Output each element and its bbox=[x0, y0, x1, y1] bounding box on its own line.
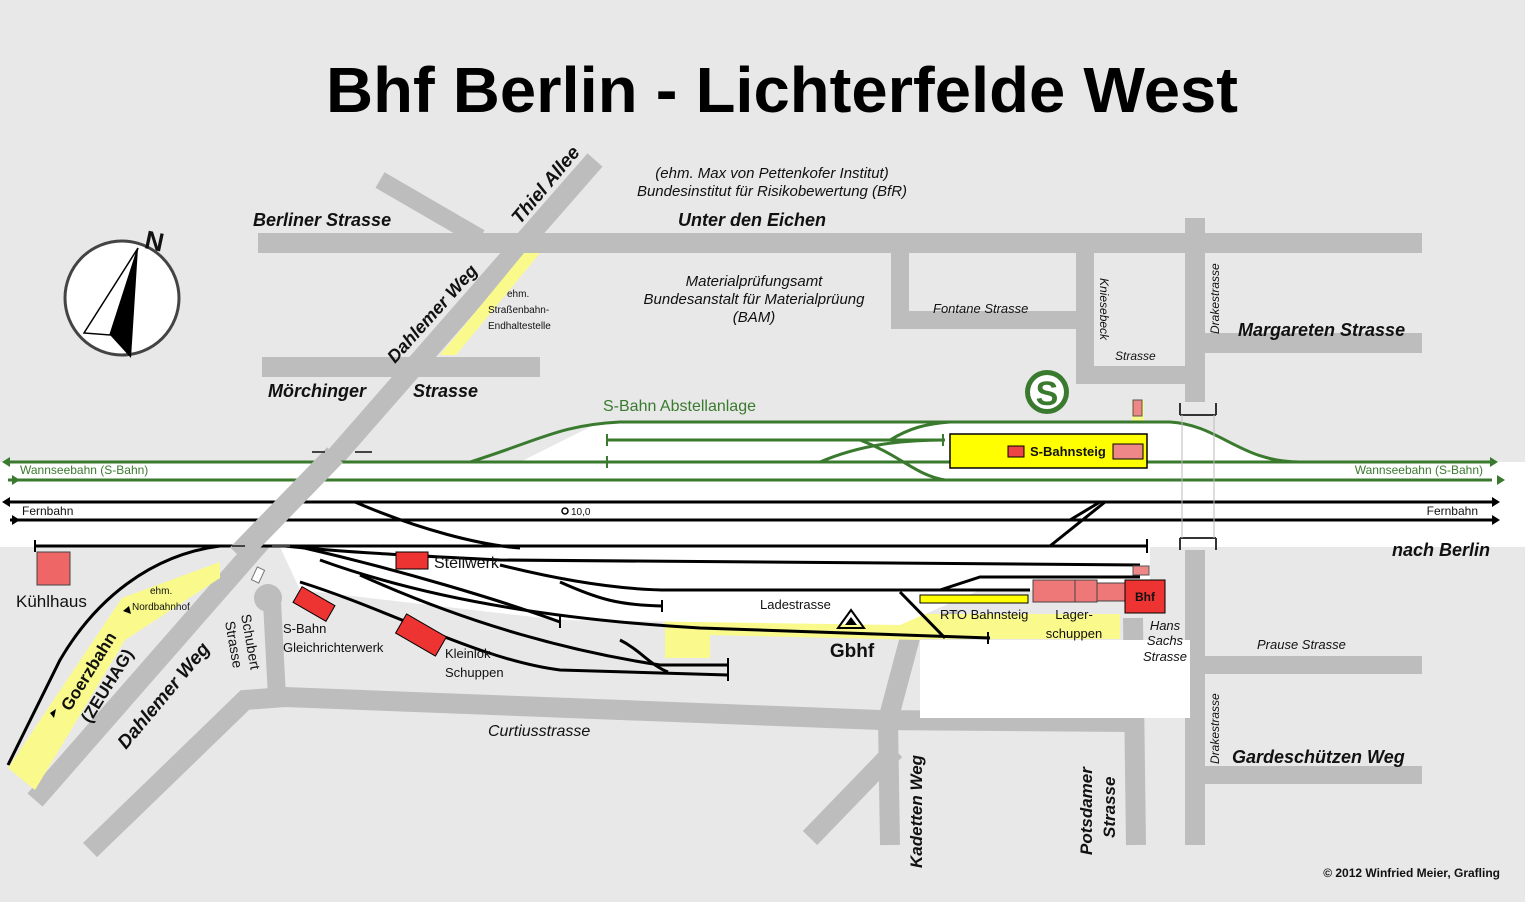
label-endhalt-2: Straßenbahn- bbox=[488, 305, 549, 316]
label-moerchinger: Mörchinger bbox=[268, 381, 367, 401]
sbahn-arrows bbox=[2, 457, 1505, 485]
copyright-text: © 2012 Winfried Meier, Grafling bbox=[1323, 866, 1500, 880]
label-nordbahnhof-2: Nordbahnhof bbox=[132, 602, 190, 613]
label-drakestrasse-south: Drakestrasse bbox=[1208, 693, 1222, 764]
label-bhf: Bhf bbox=[1135, 590, 1156, 604]
street-fontane bbox=[891, 252, 1080, 329]
goerzbahn-arrow-down-icon bbox=[50, 709, 56, 718]
schubert-crossing bbox=[250, 566, 266, 584]
rto-area bbox=[915, 614, 1120, 639]
sbahn-tracks-layer bbox=[8, 420, 1492, 482]
label-fernbahn-left: Fernbahn bbox=[22, 504, 73, 518]
label-kadetten-weg: Kadetten Weg bbox=[907, 754, 926, 868]
label-endhalt-3: Endhaltestelle bbox=[488, 321, 551, 332]
stellwerk-building bbox=[395, 551, 429, 570]
label-prause-strasse: Prause Strasse bbox=[1257, 637, 1346, 652]
label-rto-bahnsteig: RTO Bahnsteig bbox=[940, 607, 1028, 622]
page-title: Bhf Berlin - Lichterfelde West bbox=[326, 54, 1238, 126]
label-bam-line1: Materialprüfungsamt bbox=[686, 273, 824, 290]
label-bfr-line1: (ehm. Max von Pettenkofer Institut) bbox=[655, 165, 888, 182]
fern-tracks-layer bbox=[6, 500, 1492, 766]
label-kleinlok-2: Schuppen bbox=[445, 665, 504, 680]
label-stellwerk: Stellwerk bbox=[434, 555, 500, 572]
label-endhalt-1: ehm. bbox=[507, 289, 529, 300]
goerzbahn-arrow-up-icon bbox=[123, 606, 131, 614]
label-bam-line3: (BAM) bbox=[733, 309, 776, 326]
label-gleichrichter-2: Gleichrichterwerk bbox=[283, 640, 384, 655]
drakestrasse-bridge bbox=[1179, 403, 1217, 550]
street-schubert-end bbox=[254, 584, 282, 612]
kuehlhaus-building bbox=[36, 551, 71, 586]
street-kniesebeck bbox=[1076, 252, 1195, 384]
sbahnsteig-building bbox=[1112, 443, 1144, 460]
rto-bahnsteig-platform bbox=[919, 594, 1029, 604]
streets-layer bbox=[27, 153, 1422, 858]
compass-icon: N bbox=[63, 224, 181, 358]
label-lager-2: schuppen bbox=[1046, 626, 1102, 641]
label-hans: Hans bbox=[1150, 618, 1181, 633]
label-bam-line2: Bundesanstalt für Materialprüung bbox=[644, 291, 866, 308]
gleichrichterwerk-building bbox=[292, 586, 336, 622]
compass-letter: N bbox=[142, 224, 167, 257]
label-hans-sachs-strasse: Strasse bbox=[1143, 649, 1187, 664]
label-kniesebeck-strasse: Strasse bbox=[1115, 349, 1156, 363]
label-fernbahn-right: Fernbahn bbox=[1427, 504, 1478, 518]
label-wannseebahn-left: Wannseebahn (S-Bahn) bbox=[20, 463, 148, 477]
fern-arrows bbox=[2, 497, 1500, 525]
label-kleinlok-1: Kleinlok- bbox=[445, 646, 495, 661]
label-potsdamer: Potsdamer bbox=[1077, 766, 1096, 855]
label-curtiusstrasse: Curtiusstrasse bbox=[488, 723, 590, 740]
km-marker-dot bbox=[561, 507, 569, 515]
south-white-area bbox=[920, 640, 1190, 718]
tunnel-entrance-north bbox=[1132, 399, 1143, 417]
label-gbhf: Gbhf bbox=[830, 641, 875, 662]
bhf-building bbox=[1124, 579, 1166, 614]
street-thiel-allee-branch bbox=[375, 172, 485, 246]
lagerschuppen-building bbox=[1032, 579, 1098, 603]
buildings-layer bbox=[36, 399, 1166, 657]
label-sbahn-abstellanlage: S-Bahn Abstellanlage bbox=[603, 398, 756, 415]
goerzbahn-area bbox=[8, 562, 220, 790]
street-curtius bbox=[83, 686, 1131, 858]
label-unter-den-eichen: Unter den Eichen bbox=[678, 210, 826, 230]
label-km-marker: 10,0 bbox=[571, 507, 591, 518]
label-sbahnsteig: S-Bahnsteig bbox=[1030, 444, 1106, 459]
label-moerchinger-strasse: Strasse bbox=[413, 381, 478, 401]
sbahn-track-ends bbox=[606, 434, 944, 468]
gbhf-triangle bbox=[836, 608, 866, 629]
label-lager-1: Lager- bbox=[1055, 607, 1093, 622]
endhaltestelle-area bbox=[440, 253, 540, 355]
fern-track-ends bbox=[34, 539, 1148, 681]
label-gardeschuetzen-weg: Gardeschützen Weg bbox=[1232, 747, 1405, 767]
yard-track-4 bbox=[319, 558, 991, 640]
label-nach-berlin: nach Berlin bbox=[1392, 540, 1490, 560]
label-drakestrasse-north: Drakestrasse bbox=[1208, 263, 1222, 334]
abstellanlage-outer bbox=[469, 420, 1301, 464]
label-potsdamer-strasse: Strasse bbox=[1100, 777, 1119, 838]
label-kniesebeck: Kniesebeck bbox=[1097, 278, 1111, 341]
tunnel-entrance-south bbox=[1132, 565, 1150, 576]
label-fontane-strasse: Fontane Strasse bbox=[933, 301, 1028, 316]
label-sachs: Sachs bbox=[1147, 633, 1184, 648]
label-bfr-line2: Bundesinstitut für Risikobewertung (BfR) bbox=[637, 183, 907, 200]
track-bed-layer bbox=[0, 422, 1525, 625]
label-kuehlhaus: Kühlhaus bbox=[16, 592, 87, 611]
label-nordbahnhof-1: ehm. bbox=[150, 586, 172, 597]
street-south-diagonal bbox=[802, 743, 903, 845]
institution-labels: (ehm. Max von Pettenkofer Institut) Bund… bbox=[488, 165, 907, 332]
street-schubert bbox=[263, 601, 286, 698]
label-ladestrasse: Ladestrasse bbox=[760, 597, 831, 612]
label-margareten-strasse: Margareten Strasse bbox=[1238, 320, 1405, 340]
sbahn-logo-icon: S bbox=[1025, 370, 1069, 414]
label-berliner-strasse: Berliner Strasse bbox=[253, 210, 391, 230]
label-gleichrichter-1: S-Bahn bbox=[283, 621, 326, 636]
sbahnsteig-hut bbox=[1007, 445, 1025, 458]
svg-text:S: S bbox=[1036, 375, 1059, 413]
lagerschuppen-annex bbox=[1096, 582, 1126, 602]
facility-labels: Kühlhaus Stellwerk S-Bahn Gleichrichterw… bbox=[16, 555, 1156, 680]
label-wannseebahn-right: Wannseebahn (S-Bahn) bbox=[1355, 463, 1483, 477]
dahlemer-bridge bbox=[230, 447, 372, 563]
kleinlok-schuppen-building bbox=[394, 613, 448, 657]
